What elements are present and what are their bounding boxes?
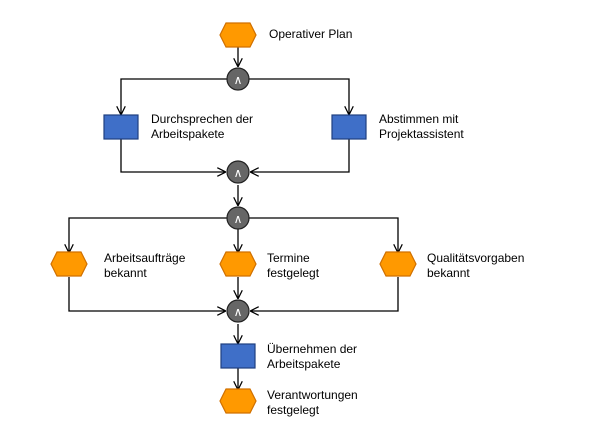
- label-verantwortungen: Verantwortungen festgelegt: [267, 388, 358, 418]
- label-arbeitsauftraege: Arbeitsaufträge bekannt: [104, 251, 185, 281]
- flow-durchsprechen-to-join1: [120, 139, 225, 172]
- flow-qualitaet-to-join2: [251, 277, 399, 311]
- label-uebernehmen: Übernehmen der Arbeitspakete: [267, 342, 357, 372]
- label-line: Übernehmen der: [267, 342, 358, 356]
- flow-split1-to-durchsprechen: [121, 78, 227, 114]
- label-line: Operativer Plan: [269, 27, 353, 41]
- function-uebernehmen: [220, 343, 256, 369]
- label-line: Durchsprechen der: [151, 112, 254, 126]
- label-durchsprechen: Durchsprechen der Arbeitspakete: [151, 112, 253, 142]
- event-operativer-plan: [219, 22, 257, 48]
- label-termine: Termine festgelegt: [267, 251, 319, 281]
- and-symbol: ∧: [234, 212, 243, 226]
- label-line: Projektassistent: [379, 127, 464, 141]
- label-line: Arbeitsaufträge: [104, 251, 186, 265]
- label-line: bekannt: [104, 266, 147, 280]
- and-connector-split-2: ∧: [226, 206, 250, 230]
- and-connector-join-1: ∧: [226, 160, 250, 184]
- label-abstimmen: Abstimmen mit Projektassistent: [379, 112, 464, 142]
- label-operativer-plan: Operativer Plan: [269, 27, 352, 42]
- label-line: festgelegt: [267, 403, 320, 417]
- label-line: Abstimmen mit: [379, 112, 459, 126]
- and-symbol: ∧: [234, 73, 243, 87]
- flow-split1-to-abstimmen: [249, 78, 349, 114]
- flow-arbeitsauftraege-to-join2: [68, 277, 225, 311]
- connection-lines: [69, 47, 398, 389]
- and-connector-join-2: ∧: [226, 299, 250, 323]
- label-line: Termine: [267, 251, 310, 265]
- flow-split2-to-arbeitsauftraege: [69, 217, 227, 252]
- flow-split2-to-qualitaet: [249, 217, 398, 252]
- event-verantwortungen: [219, 388, 257, 414]
- and-symbol: ∧: [234, 166, 243, 180]
- function-abstimmen: [331, 114, 367, 140]
- event-shapes: [50, 22, 417, 414]
- label-line: Verantwortungen: [267, 388, 358, 402]
- and-symbol: ∧: [234, 305, 243, 319]
- label-qualitaet: Qualitätsvorgaben bekannt: [427, 251, 524, 281]
- function-durchsprechen: [103, 114, 139, 140]
- label-line: Arbeitspakete: [151, 127, 225, 141]
- event-qualitaet: [379, 251, 417, 277]
- event-termine: [219, 251, 257, 277]
- label-line: Arbeitspakete: [267, 357, 341, 371]
- label-line: Qualitätsvorgaben: [427, 251, 525, 265]
- event-arbeitsauftraege: [50, 251, 88, 277]
- function-shapes: [103, 114, 367, 369]
- label-line: bekannt: [427, 266, 470, 280]
- and-connector-split-1: ∧: [226, 67, 250, 91]
- label-line: festgelegt: [267, 266, 320, 280]
- flow-abstimmen-to-join1: [251, 139, 350, 172]
